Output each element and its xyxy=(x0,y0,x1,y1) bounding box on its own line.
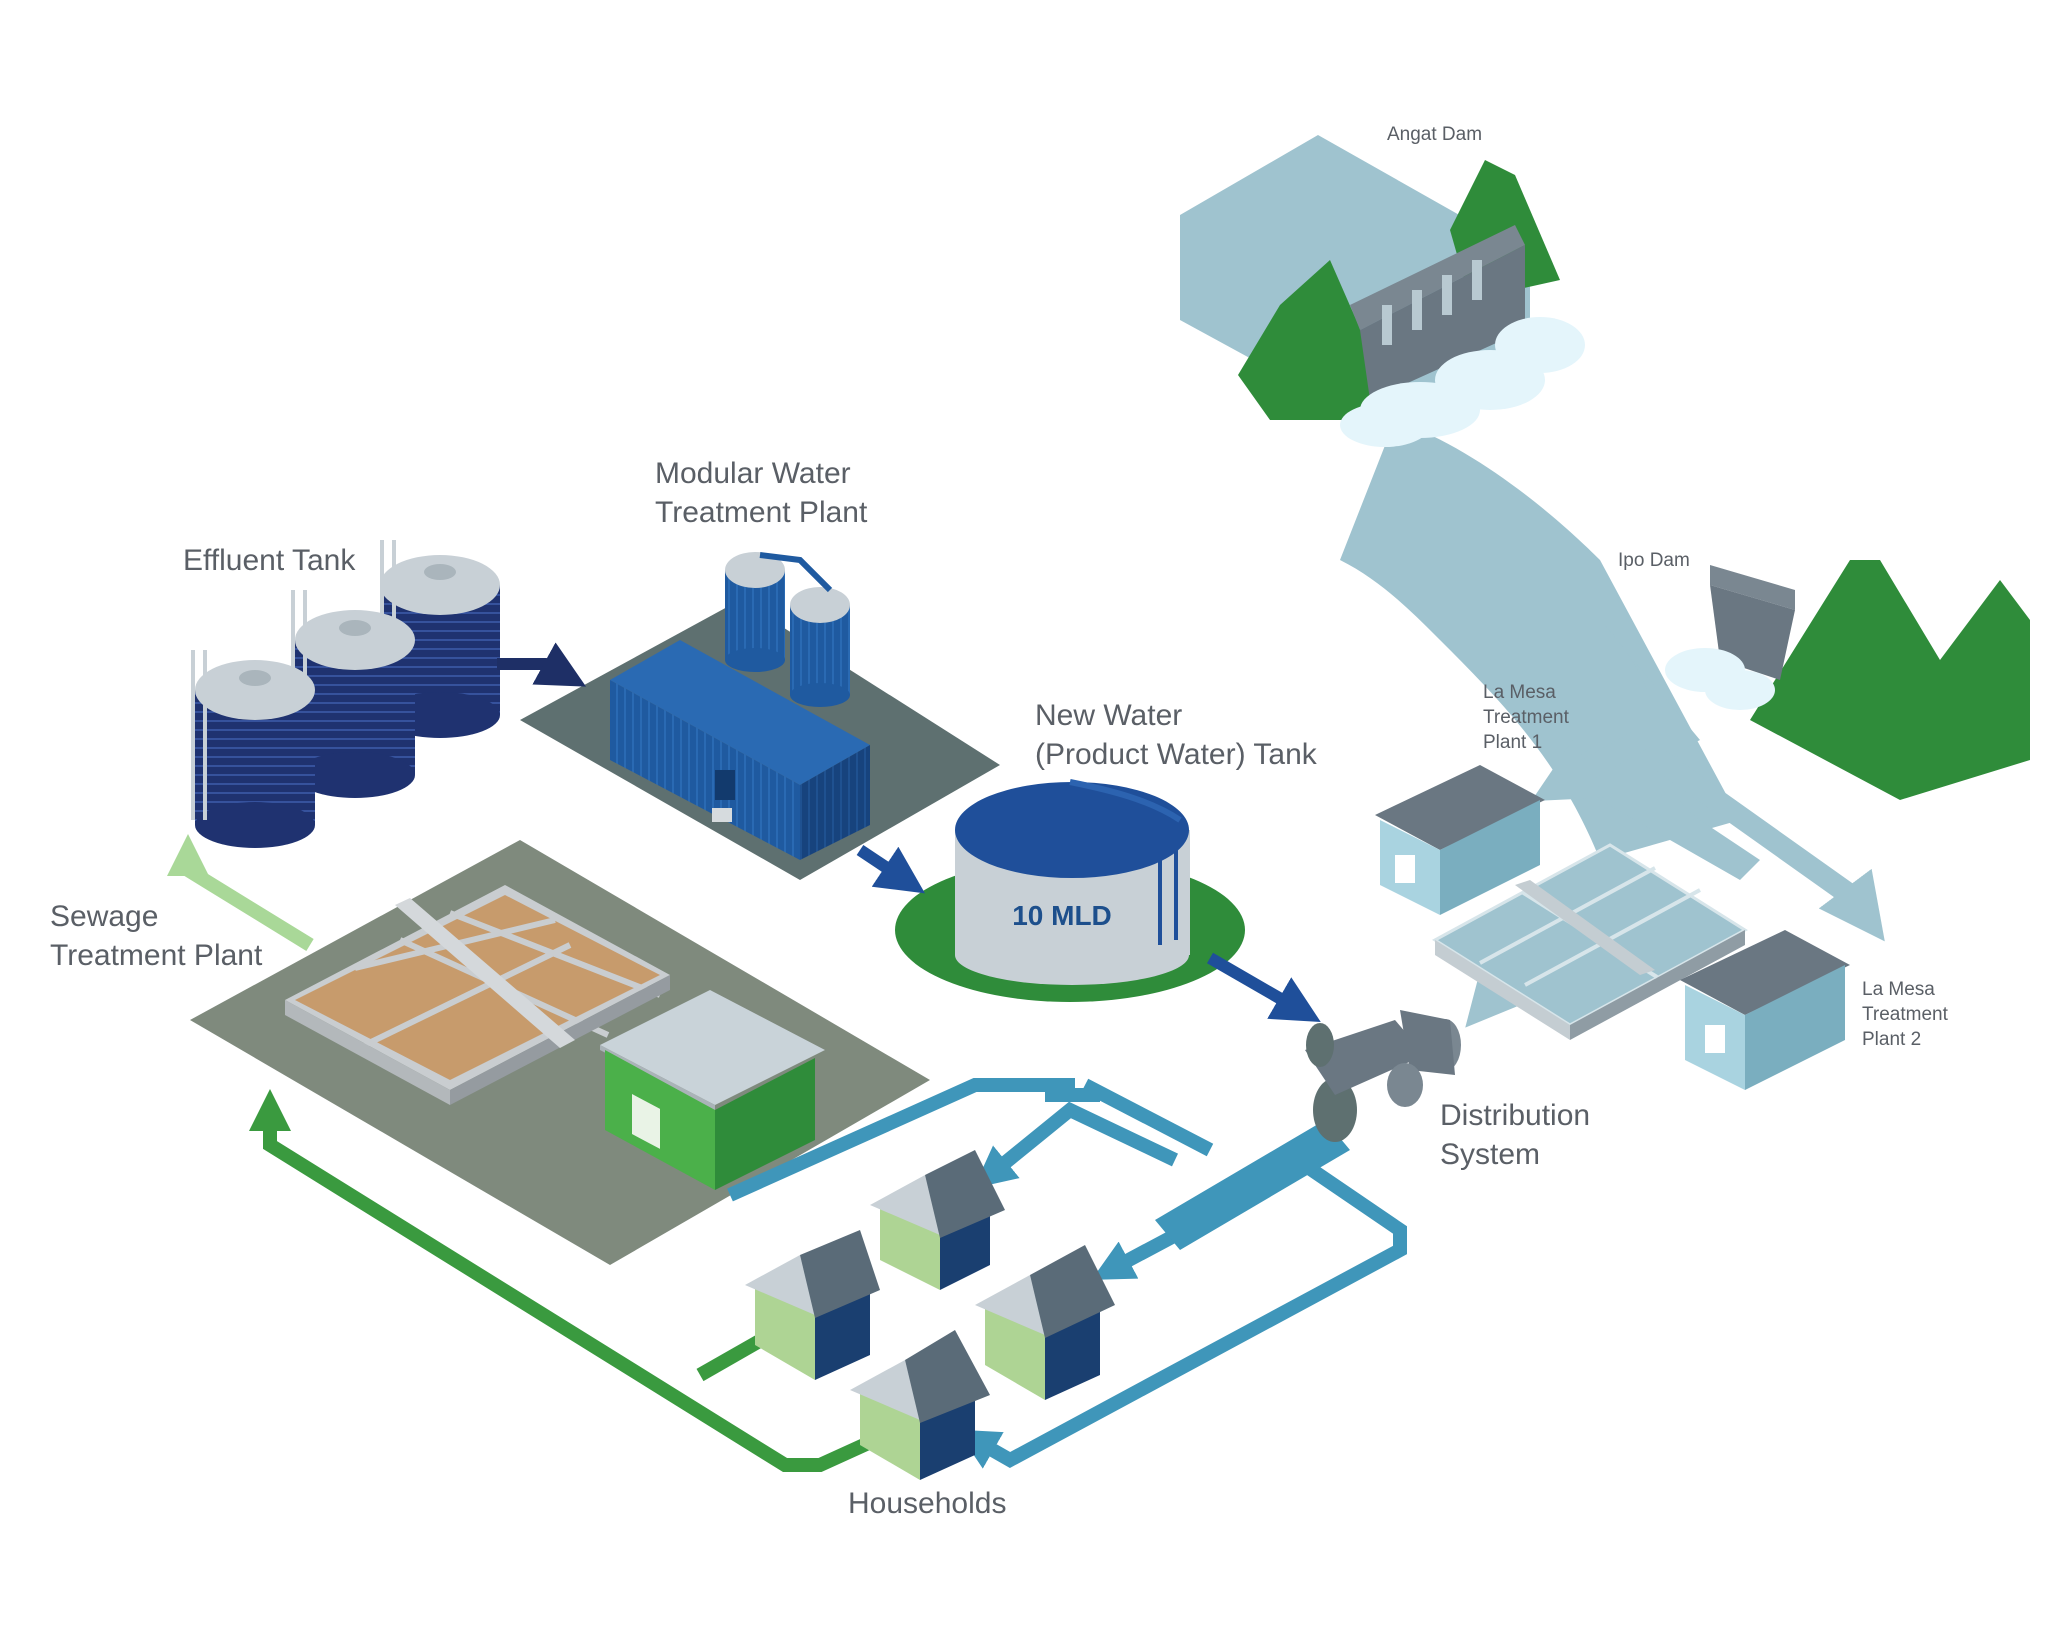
arrow-tank-to-distribution xyxy=(1206,952,1321,1023)
la-mesa-2-label-line2: Treatment xyxy=(1862,1004,1949,1025)
households xyxy=(745,1150,1115,1480)
distribution-label-line1: Distribution xyxy=(1440,1099,1590,1132)
la-mesa-treatment-plant-2 xyxy=(1680,930,1850,1090)
house-3 xyxy=(975,1245,1115,1400)
silo-left xyxy=(725,552,785,672)
sewage-plant-label-line1: Sewage xyxy=(50,900,158,933)
house-2 xyxy=(870,1150,1005,1290)
angat-dam-wall xyxy=(1350,225,1525,330)
ipo-dam xyxy=(1568,560,2030,880)
labels: Effluent Tank Modular Water Treatment Pl… xyxy=(50,124,1949,1520)
flow-arrows xyxy=(167,642,1321,1023)
ipo-dam-wall xyxy=(1710,565,1795,610)
new-water-label-line2: (Product Water) Tank xyxy=(1035,738,1318,771)
pipe-loop-top xyxy=(727,1078,1075,1202)
effluent-tank-label: Effluent Tank xyxy=(183,544,356,577)
la-mesa-1-label-line2: Treatment xyxy=(1483,707,1570,728)
la-mesa-2-label-line3: Plant 2 xyxy=(1862,1029,1921,1050)
mountain-left xyxy=(1238,260,1400,420)
main-pipe xyxy=(1155,1010,1461,1250)
modular-plant-label-line2: Treatment Plant xyxy=(655,496,868,529)
arrow-sewage-to-effluent xyxy=(167,834,314,951)
effluent-tank-middle xyxy=(291,590,415,798)
effluent-tank-front xyxy=(191,650,315,848)
modular-plant-label-line1: Modular Water xyxy=(655,457,851,490)
la-mesa-1-label-line1: La Mesa xyxy=(1483,682,1556,703)
silo-right xyxy=(759,552,850,707)
sewage-treatment-plant xyxy=(190,840,930,1265)
ipo-dam-label: Ipo Dam xyxy=(1618,550,1690,571)
modular-water-treatment-plant xyxy=(520,552,1000,880)
new-water-label-line1: New Water xyxy=(1035,699,1182,732)
arrow-modular-to-tank xyxy=(856,845,925,894)
arrow-effluent-to-modular xyxy=(497,642,587,687)
pipe-households-to-sewage xyxy=(249,1089,878,1472)
house-1 xyxy=(745,1230,880,1380)
distribution-label-line2: System xyxy=(1440,1138,1540,1171)
la-mesa-filter-basins xyxy=(1432,843,1748,1040)
households-label: Households xyxy=(848,1487,1006,1520)
la-mesa-treatment-plant-1 xyxy=(1375,765,1545,915)
ipo-mountain xyxy=(1750,560,2030,800)
la-mesa-2-label-line1: La Mesa xyxy=(1862,979,1935,1000)
new-water-tank: 10 MLD xyxy=(895,779,1245,1002)
la-mesa-1-label-line3: Plant 1 xyxy=(1483,732,1542,753)
pipe-to-house-4 xyxy=(956,1149,1407,1469)
angat-dam-label: Angat Dam xyxy=(1387,124,1482,145)
tank-capacity-label: 10 MLD xyxy=(1012,900,1112,931)
house-4 xyxy=(850,1330,990,1480)
bridge-walkway xyxy=(395,898,575,1048)
pipe-to-house-2 xyxy=(973,1101,1179,1189)
effluent-tanks xyxy=(191,540,500,848)
control-building-roof xyxy=(600,990,825,1105)
sewage-plant-label-line2: Treatment Plant xyxy=(50,939,263,972)
